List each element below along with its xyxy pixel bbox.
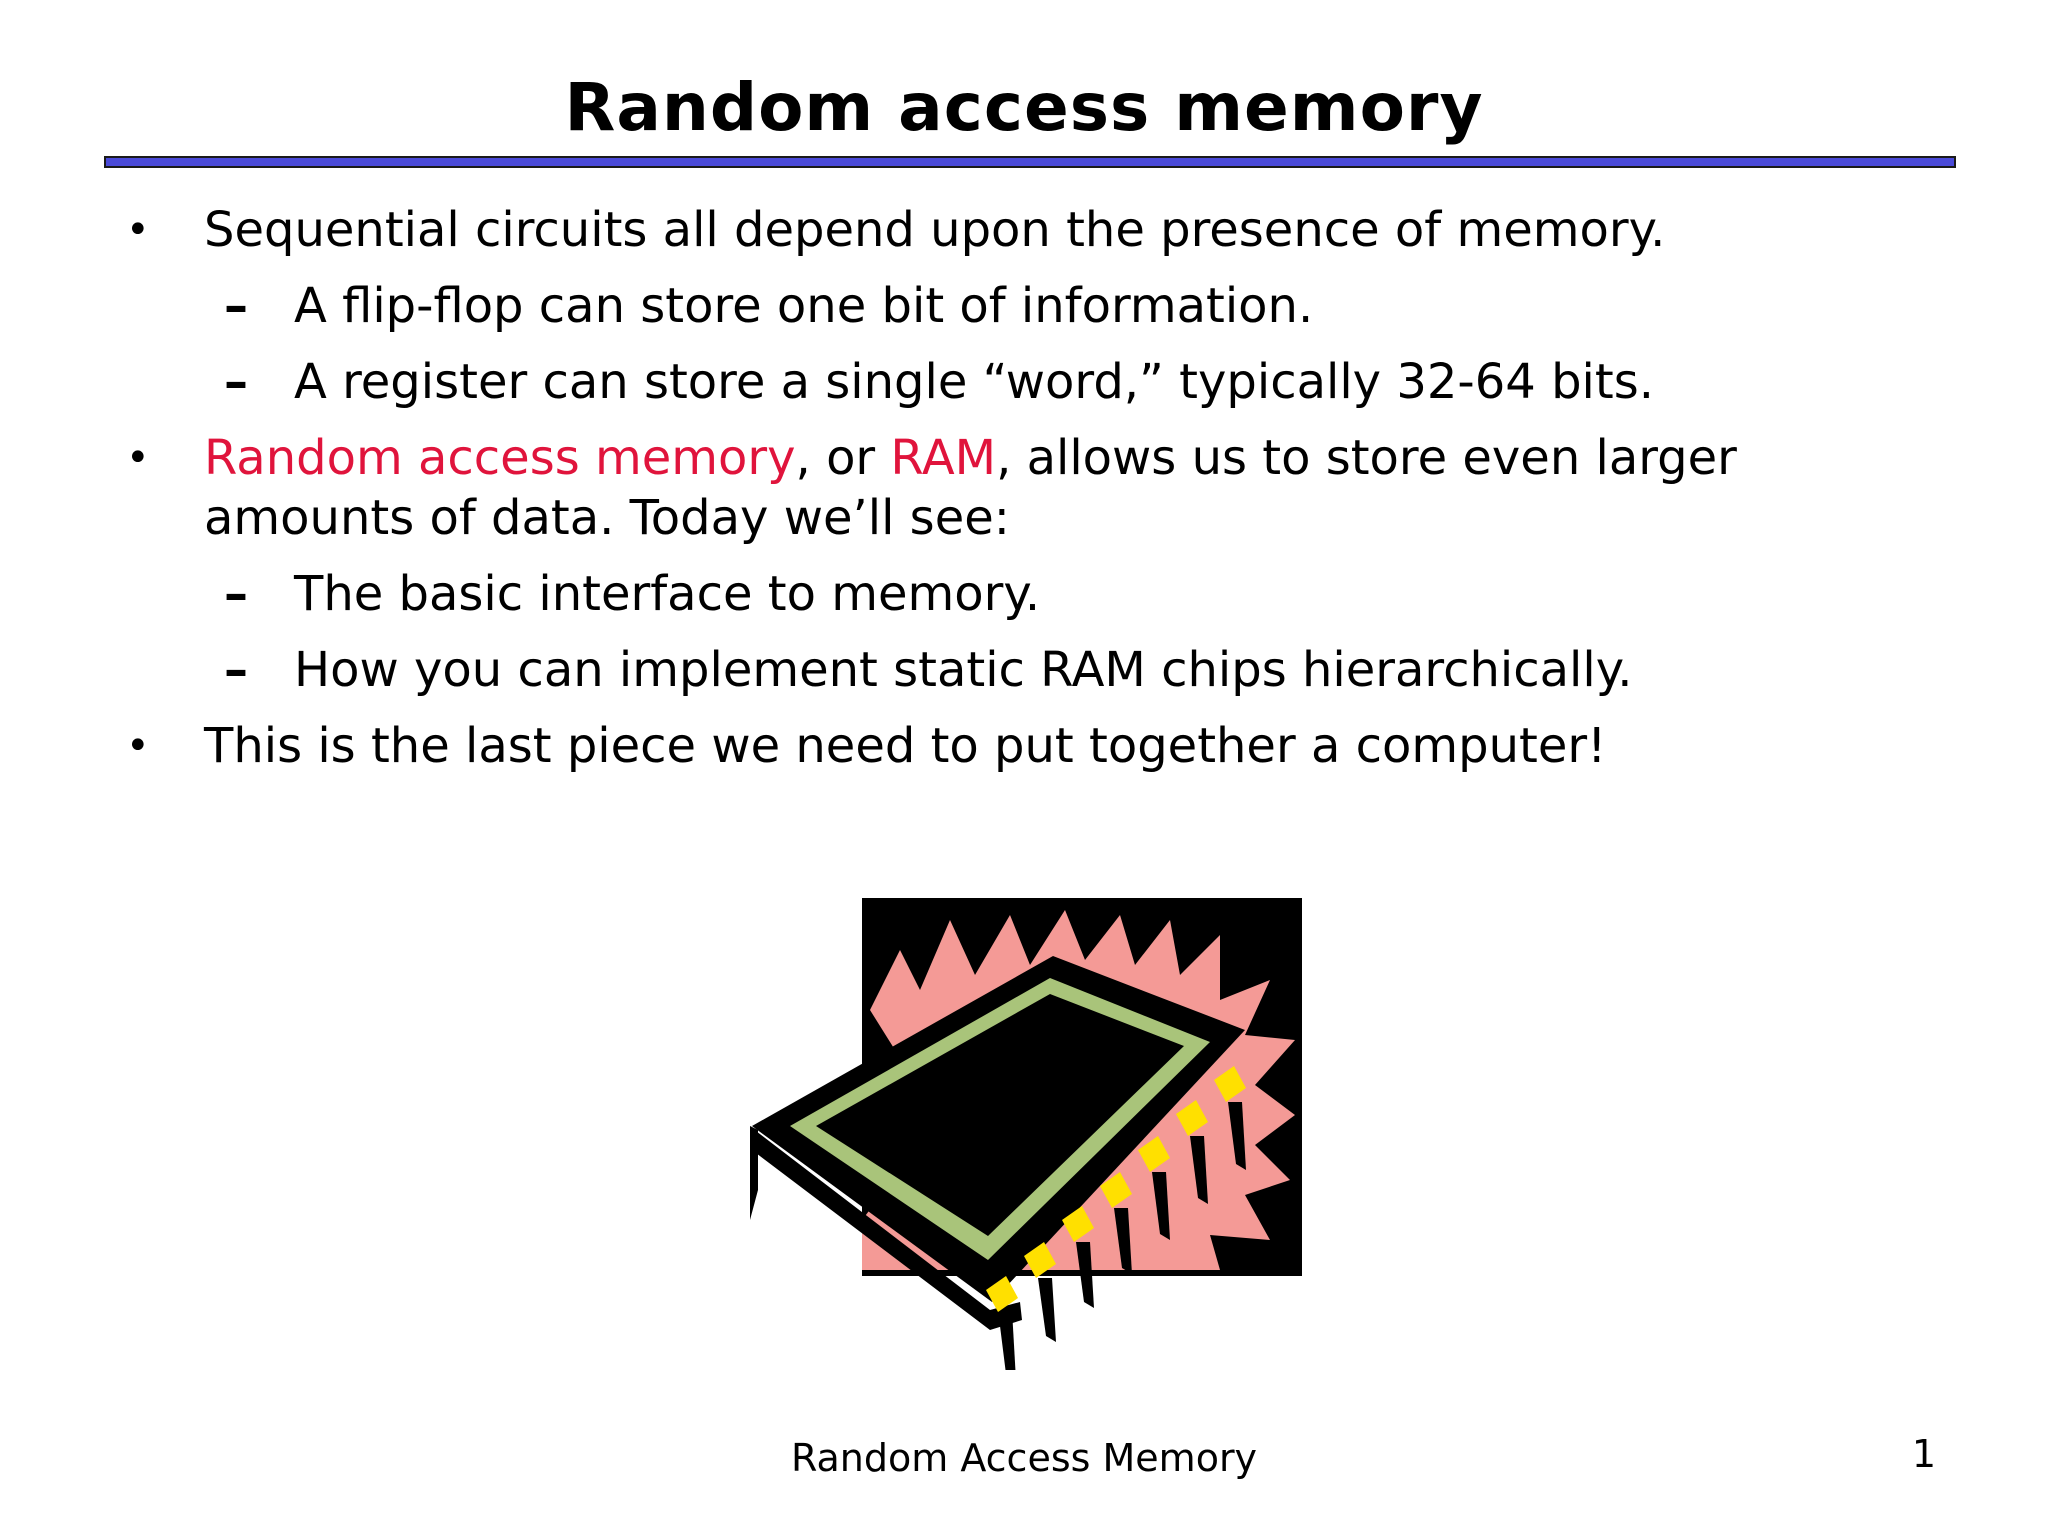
sub-bullet-item: – How you can implement static RAM chips… (120, 640, 1960, 700)
bullet-item: • Sequential circuits all depend upon th… (120, 200, 1960, 260)
bullet-marker: • (126, 723, 150, 769)
sub-bullet-item: – A register can store a single “word,” … (120, 352, 1960, 412)
dash-marker: – (224, 354, 248, 410)
bullet-text: This is the last piece we need to put to… (204, 718, 1607, 774)
dash-marker: – (224, 278, 248, 334)
dash-marker: – (224, 566, 248, 622)
bullet-text: Sequential circuits all depend upon the … (204, 202, 1666, 258)
bullet-marker: • (126, 435, 150, 481)
bullet-item: • Random access memory, or RAM, allows u… (120, 428, 1960, 548)
highlighted-term: RAM (890, 430, 997, 486)
sub-bullet-item: – The basic interface to memory. (120, 564, 1960, 624)
memory-chip-icon (750, 898, 1302, 1370)
sub-bullet-text: The basic interface to memory. (294, 566, 1041, 622)
dash-marker: – (224, 642, 248, 698)
bullet-list: • Sequential circuits all depend upon th… (120, 200, 1960, 776)
sub-bullet-text: A register can store a single “word,” ty… (294, 354, 1654, 410)
bullet-text: , or (795, 430, 891, 486)
bullet-marker: • (126, 207, 150, 253)
slide-title: Random access memory (564, 69, 1484, 146)
bullet-item: • This is the last piece we need to put … (120, 716, 1960, 776)
sub-bullet-text: A flip-flop can store one bit of informa… (294, 278, 1314, 334)
title-divider (104, 156, 1956, 168)
highlighted-term: Random access memory (204, 430, 796, 486)
sub-bullet-item: – A flip-flop can store one bit of infor… (120, 276, 1960, 336)
slide-footer: Random Access Memory (790, 1436, 1258, 1480)
page-number: 1 (1911, 1432, 1936, 1476)
sub-bullet-text: How you can implement static RAM chips h… (294, 642, 1633, 698)
bullet-text: , allows us to store even larger amounts… (204, 430, 1737, 546)
